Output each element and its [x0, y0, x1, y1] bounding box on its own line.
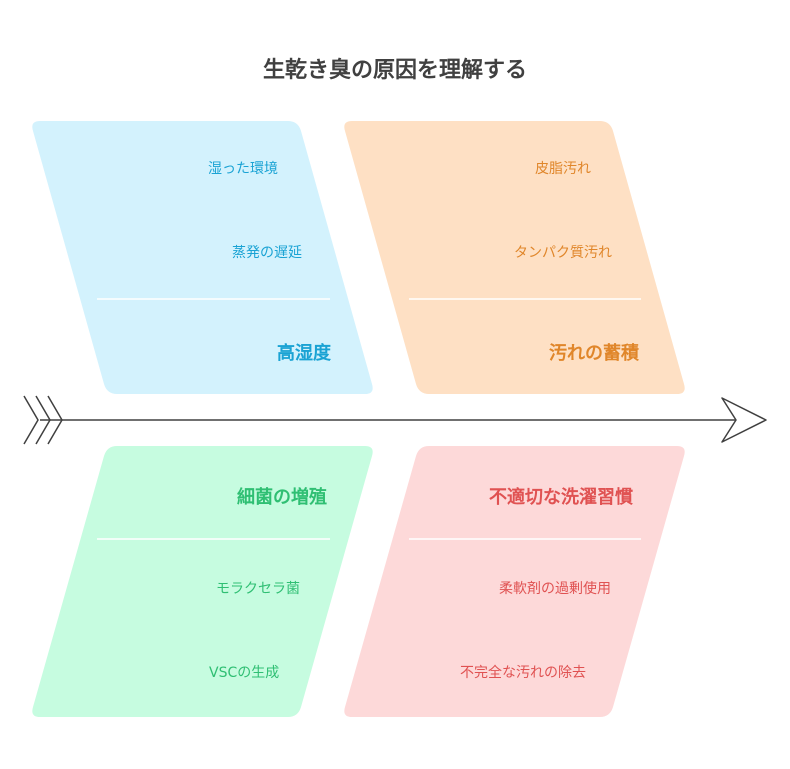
bacteria-cause-1: モラクセラ菌 — [216, 581, 300, 597]
habits-cause-1: 柔軟剤の過剰使用 — [499, 581, 611, 597]
dirt-cause-2: タンパク質汚れ — [514, 245, 612, 261]
habits-panel — [344, 446, 685, 717]
humidity-cause-2: 蒸発の遅延 — [232, 245, 302, 261]
bacteria-heading: 細菌の増殖 — [237, 487, 327, 508]
humidity-heading: 高湿度 — [277, 343, 331, 364]
arrow-head — [721, 397, 767, 443]
spine — [23, 395, 767, 445]
habits-cause-2: 不完全な汚れの除去 — [460, 665, 586, 681]
tail-chevron-3 — [47, 395, 63, 445]
dirt-heading: 汚れの蓄積 — [549, 343, 639, 364]
humidity-panel — [32, 121, 373, 394]
humidity-cause-1: 湿った環境 — [208, 161, 278, 177]
diagram-title: 生乾き臭の原因を理解する — [262, 58, 527, 83]
dirt-panel — [344, 121, 685, 394]
bacteria-panel — [32, 446, 373, 717]
tail-chevron-2 — [35, 395, 51, 445]
habits-heading: 不適切な洗濯習慣 — [489, 487, 633, 508]
dirt-cause-1: 皮脂汚れ — [535, 161, 591, 177]
tail-chevron-1 — [23, 395, 39, 445]
bacteria-cause-2: VSCの生成 — [209, 665, 280, 681]
